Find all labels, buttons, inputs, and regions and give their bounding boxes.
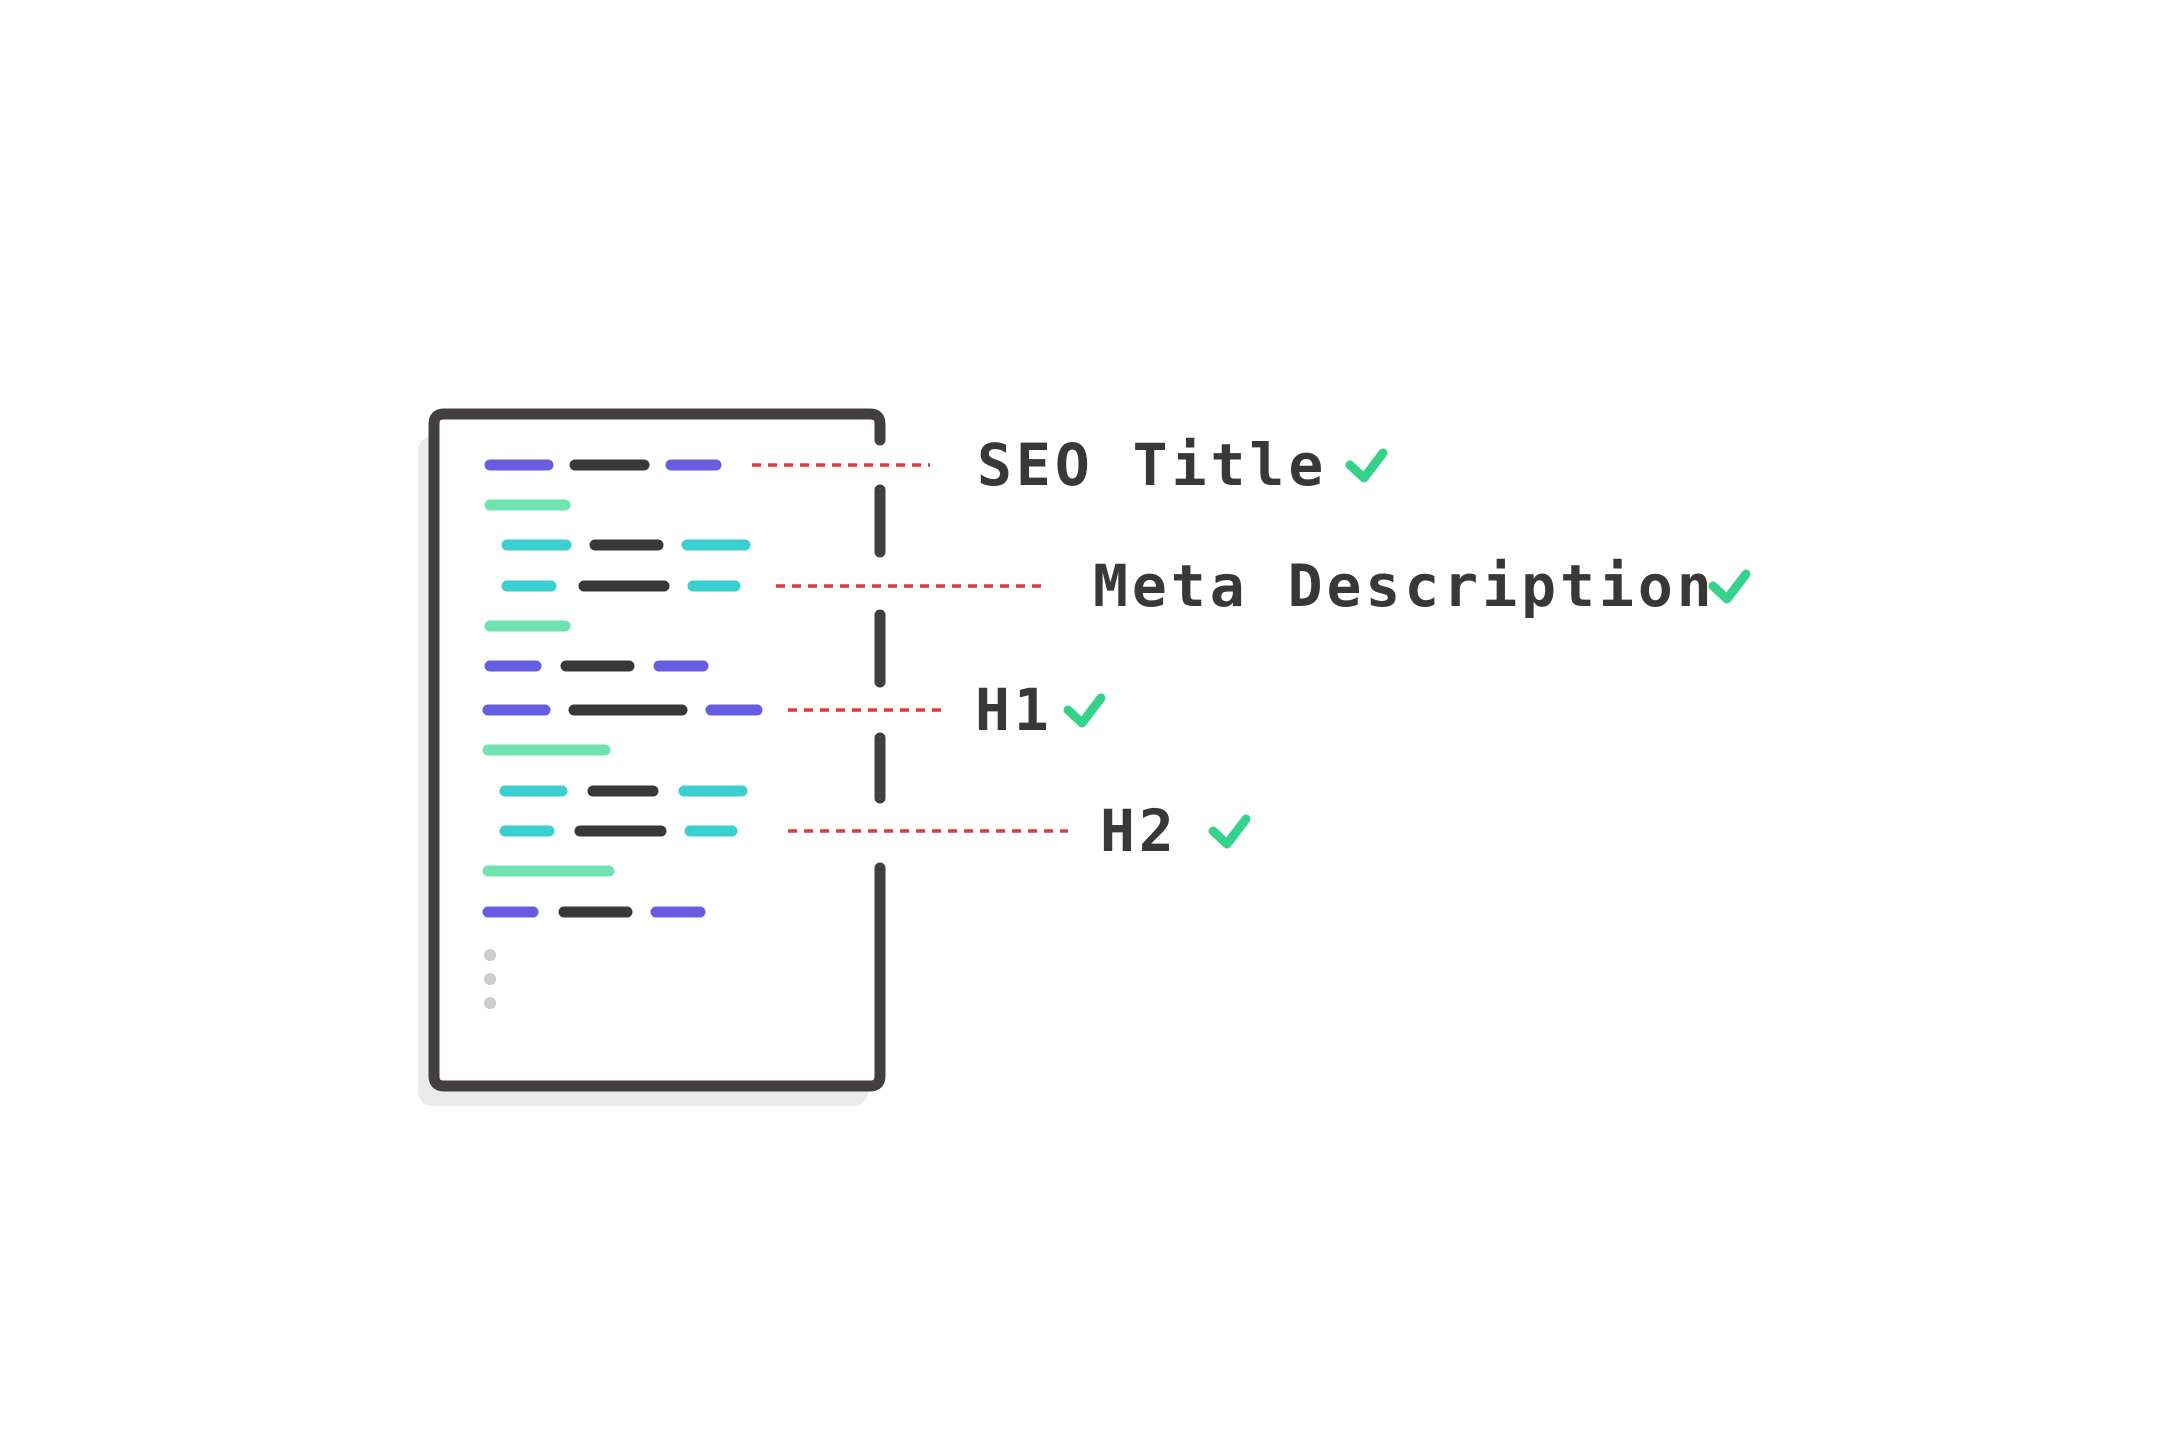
document-frame-outline — [428, 408, 886, 1092]
label-h1: H1 — [975, 676, 1053, 744]
check-icon — [1208, 814, 1251, 849]
label-h2: H2 — [1100, 797, 1178, 865]
check-icon — [1345, 448, 1388, 483]
ellipsis-vertical-icon — [484, 949, 496, 1009]
connectors — [752, 463, 1068, 833]
check-icon — [1063, 693, 1106, 728]
checks — [1063, 448, 1751, 849]
code-lines — [482, 459, 763, 918]
label-seo-title: SEO Title — [977, 431, 1327, 499]
check-icon — [1708, 569, 1751, 604]
label-meta-description: Meta Description — [1093, 552, 1716, 620]
document-frame — [428, 408, 886, 1092]
